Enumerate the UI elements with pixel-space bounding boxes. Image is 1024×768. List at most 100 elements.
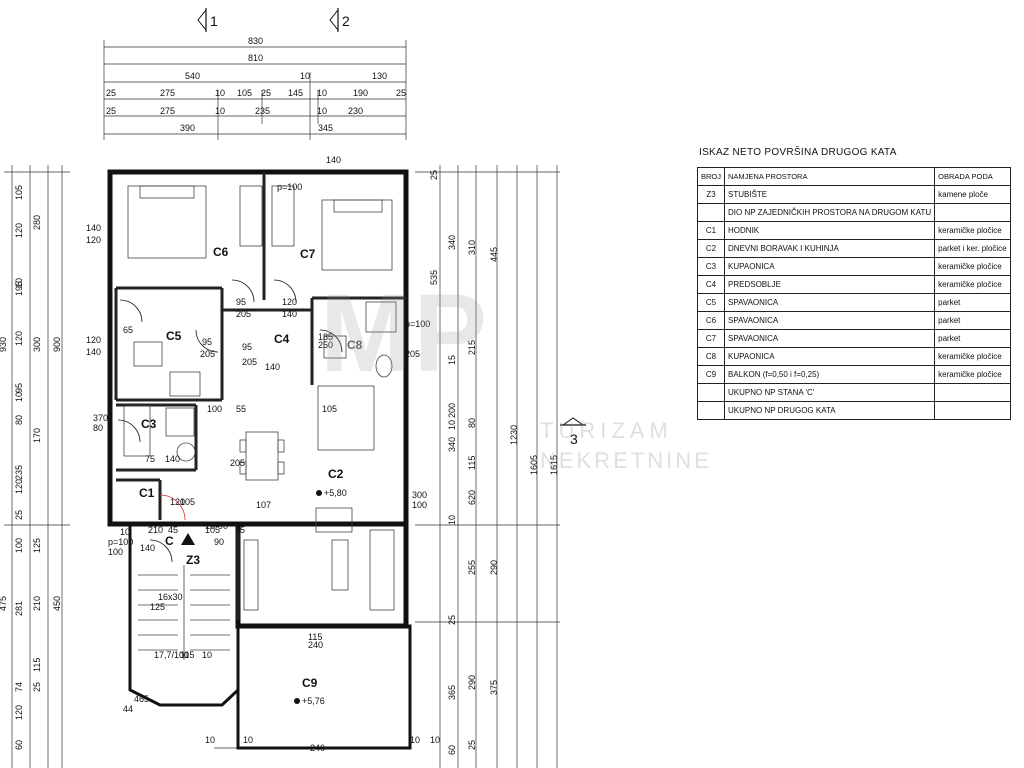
schedule-row: DIO NP ZAJEDNIČKIH PROSTORA NA DRUGOM KA…: [696, 203, 1011, 222]
dimension-label: 375: [489, 680, 499, 695]
schedule-cell-number: C6: [696, 311, 726, 330]
dimension-label: 25: [261, 88, 271, 98]
dimension-label: 205: [405, 349, 420, 359]
schedule-cell-number: C5: [696, 293, 726, 312]
dimension-label: 1605: [529, 455, 539, 475]
room-label-c4: C4: [274, 332, 290, 346]
dimension-label: 620: [467, 490, 477, 505]
schedule-cell-number: C8: [696, 347, 726, 366]
dimension-label: 1615: [549, 455, 559, 475]
schedule-row: UKUPNO NP DRUGOG KATA: [696, 401, 1011, 420]
dimension-label: 120: [170, 497, 185, 507]
right-dimension-lines: [415, 165, 560, 768]
level-c2: +5,80: [324, 488, 347, 498]
schedule-cell-floor: parket: [934, 329, 1011, 348]
dimension-label: 475: [0, 596, 8, 611]
staircase: [138, 565, 230, 660]
dimension-label: 280: [32, 215, 42, 230]
schedule-cell-number: C7: [696, 329, 726, 348]
dimension-label: 300: [412, 490, 427, 500]
section-marker-2: 2: [329, 8, 350, 32]
dimension-label: 230: [348, 106, 363, 116]
dimension-label: 10: [14, 278, 24, 288]
dimension-label: 255: [467, 560, 477, 575]
dimension-label: 205: [200, 349, 215, 359]
section-3-label: 3: [570, 431, 578, 447]
dimension-label: 100: [412, 500, 427, 510]
dimension-label: 10: [120, 527, 130, 537]
dimension-label: p=100: [405, 319, 430, 329]
room-label-z3: Z3: [186, 553, 200, 567]
dimension-label: 535: [429, 270, 439, 285]
dimension-label: 240: [310, 743, 325, 753]
dimension-label: 10: [215, 106, 225, 116]
dimension-label: 105: [180, 497, 195, 507]
schedule-header-row: BROJ NAMJENA PROSTORA OBRADA PODA: [696, 167, 1011, 186]
schedule-cell-floor: [934, 383, 1011, 402]
dimension-label: 365: [447, 685, 457, 700]
dimension-label: 25: [106, 88, 116, 98]
dimension-label: 125: [150, 602, 165, 612]
dimension-label: 140: [265, 362, 280, 372]
dimension-label: 44: [123, 704, 133, 714]
dimension-label: 10: [205, 521, 215, 531]
dimension-label: 810: [248, 53, 263, 63]
dimension-label: 281: [14, 601, 24, 616]
dimension-label: 10: [205, 735, 215, 745]
dimension-label: 25: [467, 740, 477, 750]
schedule-cell-purpose: SPAVAONICA: [724, 311, 936, 330]
interior-dimension-texts: 140120140p=10012014095205952051201409520…: [86, 155, 440, 753]
dimension-label: 120: [282, 297, 297, 307]
dimension-label: 140: [326, 155, 341, 165]
schedule-cell-floor: keramičke pločice: [934, 221, 1011, 240]
dimension-label: 10: [447, 515, 457, 525]
header-cell-floor: OBRADA PODA: [934, 167, 1011, 186]
door-swings: [117, 279, 343, 563]
room-label-c3: C3: [141, 417, 157, 431]
room-label-c6: C6: [213, 245, 229, 259]
dimension-label: 145: [288, 88, 303, 98]
schedule-cell-purpose: KUPAONICA: [724, 347, 936, 366]
dimension-label: 340: [447, 437, 457, 452]
dimension-label: 25: [429, 170, 439, 180]
schedule-cell-purpose: STUBIŠTE: [724, 185, 936, 204]
dimension-label: 60: [14, 740, 24, 750]
room-label-c9: C9: [302, 676, 318, 690]
dimension-label: 340: [447, 235, 457, 250]
dimension-label: 300: [32, 337, 42, 352]
room-label-c2: C2: [328, 467, 344, 481]
dimension-label: 105: [322, 404, 337, 414]
dimension-label: 107: [256, 500, 271, 510]
level-marker-c2: +5,80: [316, 488, 347, 498]
dimension-label: 95: [14, 383, 24, 393]
schedule-cell-number: C4: [696, 275, 726, 294]
dimension-label: 10: [430, 735, 440, 745]
dimension-label: 10: [243, 735, 253, 745]
dimension-label: 115: [308, 632, 322, 642]
dimension-label: 45: [168, 525, 178, 535]
header-cell-purpose: NAMJENA PROSTORA: [724, 167, 936, 186]
dimension-label: 80: [467, 418, 477, 428]
dimension-label: 25: [396, 88, 406, 98]
level-c9: +5,76: [302, 696, 325, 706]
dimension-label: 540: [185, 71, 200, 81]
schedule-cell-number: [696, 383, 726, 402]
schedule-cell-floor: parket i ker. pločice: [934, 239, 1011, 258]
dimension-label: 90: [218, 521, 228, 531]
dimension-label: 215: [467, 340, 477, 355]
dimension-label: 80: [93, 423, 103, 433]
dimension-label: 95: [202, 337, 212, 347]
schedule-cell-floor: [934, 203, 1011, 222]
section-2-label: 2: [342, 13, 350, 29]
dimension-label: 120: [86, 235, 101, 245]
dimension-label: 345: [318, 123, 333, 133]
schedule-row: UKUPNO NP STANA 'C': [696, 383, 1011, 402]
dimension-label: 240: [308, 640, 323, 650]
schedule-cell-purpose: DIO NP ZAJEDNIČKIH PROSTORA NA DRUGOM KA…: [724, 203, 936, 222]
